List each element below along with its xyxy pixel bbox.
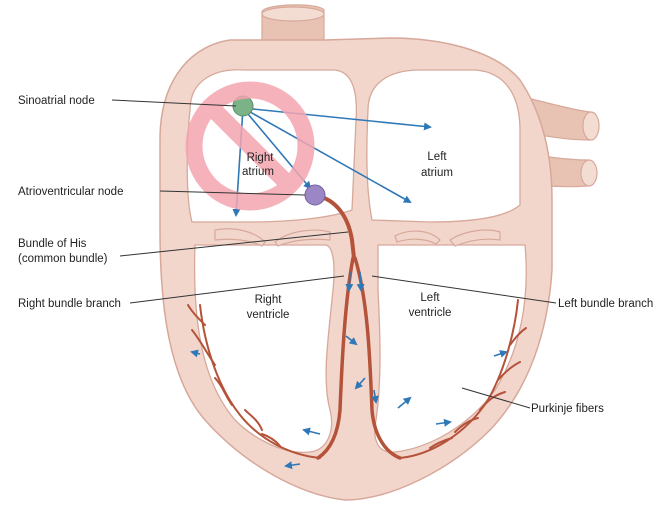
left-atrium-label-1: Left bbox=[427, 151, 447, 163]
label-left-bundle-branch: Left bundle branch bbox=[558, 298, 653, 310]
right-ventricle-label-1: Right bbox=[255, 294, 283, 306]
label-atrioventricular-node: Atrioventricular node bbox=[18, 186, 123, 198]
left-atrium-cavity bbox=[367, 70, 520, 222]
right-atrium-label-1: Right bbox=[247, 152, 275, 164]
left-ventricle-label-2: ventricle bbox=[409, 307, 452, 319]
label-sinoatrial-node: Sinoatrial node bbox=[18, 95, 95, 107]
label-right-bundle-branch: Right bundle branch bbox=[18, 298, 121, 310]
right-atrium-label-2: atrium bbox=[242, 166, 274, 178]
left-ventricle-label-1: Left bbox=[420, 292, 440, 304]
av-node bbox=[305, 185, 325, 205]
label-common-bundle: (common bundle) bbox=[18, 253, 108, 265]
label-purkinje-fibers: Purkinje fibers bbox=[531, 403, 604, 415]
label-bundle-of-his: Bundle of His bbox=[18, 238, 87, 250]
left-ventricle-cavity bbox=[375, 245, 526, 452]
left-atrium-label-2: atrium bbox=[421, 167, 453, 179]
right-ventricle-label-2: ventricle bbox=[247, 309, 290, 321]
